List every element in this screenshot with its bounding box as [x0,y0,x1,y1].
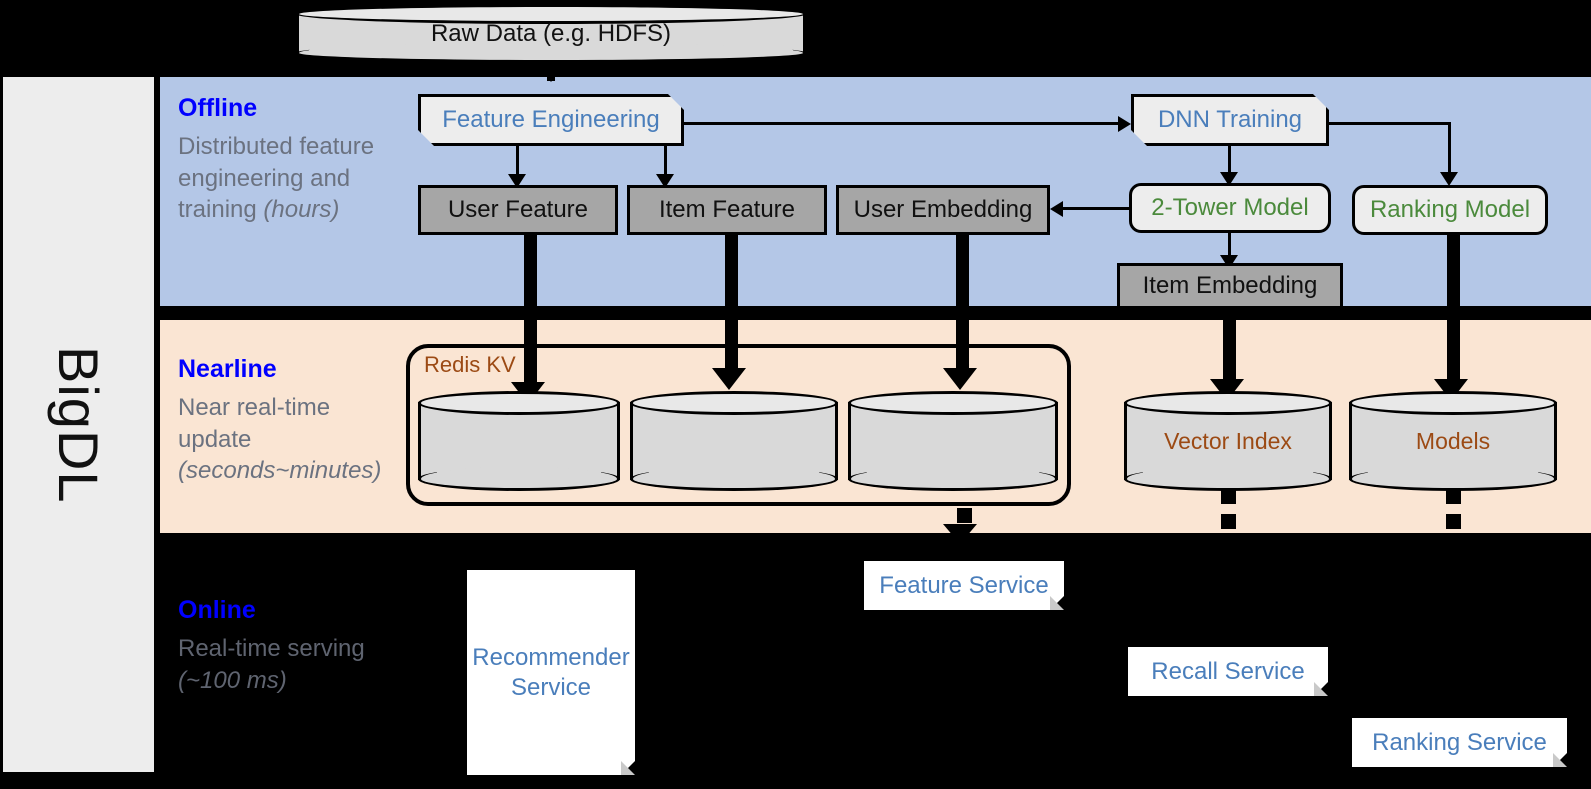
bigdl-label: BigDL [47,345,110,504]
node-ranking-service[interactable]: Ranking Service [1352,718,1567,767]
cylinder-models: Models [1349,391,1557,491]
raw-data-label: Raw Data (e.g. HDFS) [430,19,672,47]
dash-vector-index-1 [1221,489,1236,504]
dash-vector-index-2 [1221,514,1236,529]
item-feature-label: Item Feature [658,196,796,223]
offline-title: Offline [178,94,258,122]
vector-index-label: Vector Index [1164,427,1292,454]
pipe-user-embedding-head [943,368,977,390]
dnn-training-label: DNN Training [1157,106,1303,133]
feature-service-label: Feature Service [879,571,1049,599]
node-item-embedding[interactable]: Item Embedding [1117,263,1343,309]
arrow-dnn-ranking-h [1329,122,1451,125]
arrow-feature-service-head [943,524,977,544]
pipe-user-embedding [956,235,969,376]
node-recommender-service[interactable]: Recommender Service [467,570,635,775]
pipe-ranking-model [1447,235,1460,387]
online-subtitle: Real-time serving (~100 ms) [178,635,365,694]
cylinder-vector-index: Vector Index [1124,391,1332,491]
feature-engineering-label: Feature Engineering [442,106,660,133]
item-embedding-label: Item Embedding [1142,272,1318,299]
ranking-model-label: Ranking Model [1369,196,1531,223]
raw-data-cylinder: Raw Data (e.g. HDFS) [296,4,806,63]
nearline-subtitle: Near real-time update (seconds~minutes) [178,394,382,485]
arrow-dnn-twotower-line [1228,146,1231,178]
node-user-embedding[interactable]: User Embedding [836,185,1050,235]
node-ranking-model[interactable]: Ranking Model [1352,185,1548,235]
arrow-twotower-userembedding-head [1050,201,1063,217]
offline-band-text: Offline Distributed feature engineering … [178,94,388,226]
arrow-twotower-userembedding-line [1063,207,1129,210]
online-band-text: Online Real-time serving (~100 ms) [178,596,408,696]
pipe-item-embedding [1223,309,1236,387]
node-item-feature[interactable]: Item Feature [627,185,827,235]
arrow-fe-userfeature-line [516,146,519,180]
arrow-dnn-twotower-head [1220,172,1238,186]
nearline-band-text: Nearline Near real-time update (seconds~… [178,355,408,487]
pipe-item-feature-head [712,368,746,390]
pipe-item-feature [725,235,738,376]
node-user-feature[interactable]: User Feature [418,185,618,235]
cylinder-user-feature-store [418,391,620,491]
node-feature-engineering[interactable]: Feature Engineering [418,94,684,146]
recommender-service-label: Recommender Service [472,643,630,701]
user-embedding-label: User Embedding [853,196,1033,223]
node-recall-service[interactable]: Recall Service [1128,647,1328,696]
models-label: Models [1415,427,1491,454]
arrow-dnn-ranking-v [1448,122,1451,178]
node-feature-service[interactable]: Feature Service [864,561,1064,610]
pipe-user-feature [524,235,537,390]
arrow-fe-itemfeature-line [664,146,667,180]
node-two-tower-model[interactable]: 2-Tower Model [1129,183,1331,233]
ranking-service-label: Ranking Service [1372,728,1547,756]
arrow-dnn-ranking-head [1440,172,1458,186]
arrow-fe-dnn-head [1118,116,1131,132]
redis-kv-label: Redis KV [424,352,516,377]
cylinder-user-embedding-store [848,391,1058,491]
arrow-fe-itemfeature-head [656,174,674,188]
dash-models-2 [1446,514,1461,529]
arrow-fe-userfeature-head [508,174,526,188]
bigdl-panel: BigDL [3,77,154,772]
user-feature-label: User Feature [447,196,589,223]
two-tower-model-label: 2-Tower Model [1151,194,1309,221]
recall-service-label: Recall Service [1151,657,1305,685]
redis-kv-container [406,344,1071,506]
node-dnn-training[interactable]: DNN Training [1131,94,1329,146]
arrow-fe-dnn-line [684,122,1118,125]
arrow-twotower-itemembedding-line [1228,233,1231,261]
cylinder-item-feature-store [630,391,838,491]
dash-feature-service-1 [957,508,972,523]
nearline-title: Nearline [178,355,277,383]
online-title: Online [178,596,256,624]
offline-subtitle: Distributed feature engineering and trai… [178,133,375,224]
dash-models-1 [1446,489,1461,504]
arrow-rawdata-fe-head [534,60,568,82]
